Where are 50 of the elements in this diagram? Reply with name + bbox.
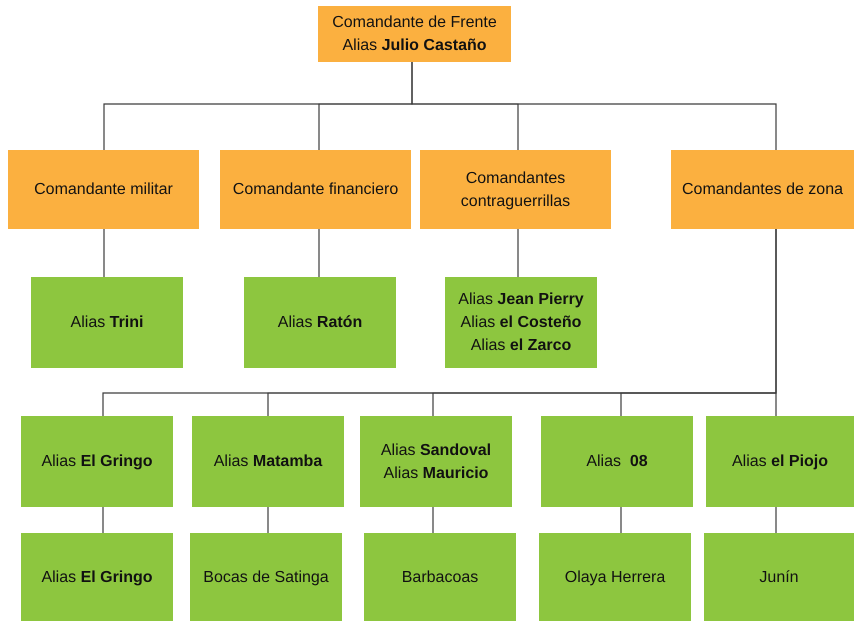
- org-box: [445, 277, 597, 368]
- connector-line: [775, 507, 777, 533]
- box-text: Comandante de Frente: [332, 13, 497, 33]
- org-box: [539, 533, 691, 621]
- box-text: Alias Sandoval: [380, 440, 492, 460]
- connector-line: [775, 229, 777, 416]
- box-text: Comandante financiero: [232, 180, 398, 200]
- connector-line: [411, 62, 777, 150]
- box-text: Comandantes contraguerrillas: [460, 168, 572, 212]
- connector-line: [102, 507, 104, 533]
- org-box: [192, 416, 344, 507]
- box-text: Alias El Gringo: [41, 452, 153, 472]
- connector-line: [517, 229, 519, 277]
- org-box: [706, 416, 854, 507]
- connector-line: [267, 507, 269, 533]
- box-text: Olaya Herrera: [564, 568, 666, 588]
- org-box: [541, 416, 693, 507]
- box-text: Bocas de Satinga: [203, 568, 329, 588]
- connector-line: [318, 229, 320, 277]
- box-text: Alias Mauricio: [384, 464, 488, 484]
- connector-line: [620, 507, 622, 533]
- box-text: Alias Trini: [70, 313, 144, 333]
- box-text: Alias el Zarco: [470, 336, 572, 356]
- box-text: Barbacoas: [402, 568, 478, 588]
- org-box: [21, 533, 173, 621]
- box-text: Alias el Piojo: [732, 452, 828, 472]
- org-box: [220, 150, 411, 229]
- box-text: Alias Ratón: [278, 313, 362, 333]
- org-box: [244, 277, 396, 368]
- org-box: [364, 533, 516, 621]
- org-box: [318, 6, 511, 62]
- box-text: Comandantes de zona: [682, 180, 843, 200]
- org-box: [31, 277, 183, 368]
- org-box: [704, 533, 854, 621]
- org-box: [420, 150, 611, 229]
- box-text: Alias Julio Castaño: [342, 36, 487, 56]
- box-text: Alias el Costeño: [460, 313, 582, 333]
- box-text: Junín: [759, 568, 799, 588]
- org-box: [21, 416, 173, 507]
- box-text: Alias El Gringo: [41, 568, 153, 588]
- box-text: Alias Matamba: [214, 452, 322, 472]
- org-box: [360, 416, 512, 507]
- box-text: Alias 08: [586, 452, 648, 472]
- connector-line: [103, 229, 105, 277]
- connector-line: [432, 507, 434, 533]
- box-text: Alias Jean Pierry: [458, 290, 584, 310]
- org-box: [8, 150, 199, 229]
- org-box: [190, 533, 342, 621]
- org-box: [671, 150, 854, 229]
- box-text: Comandante militar: [34, 180, 173, 200]
